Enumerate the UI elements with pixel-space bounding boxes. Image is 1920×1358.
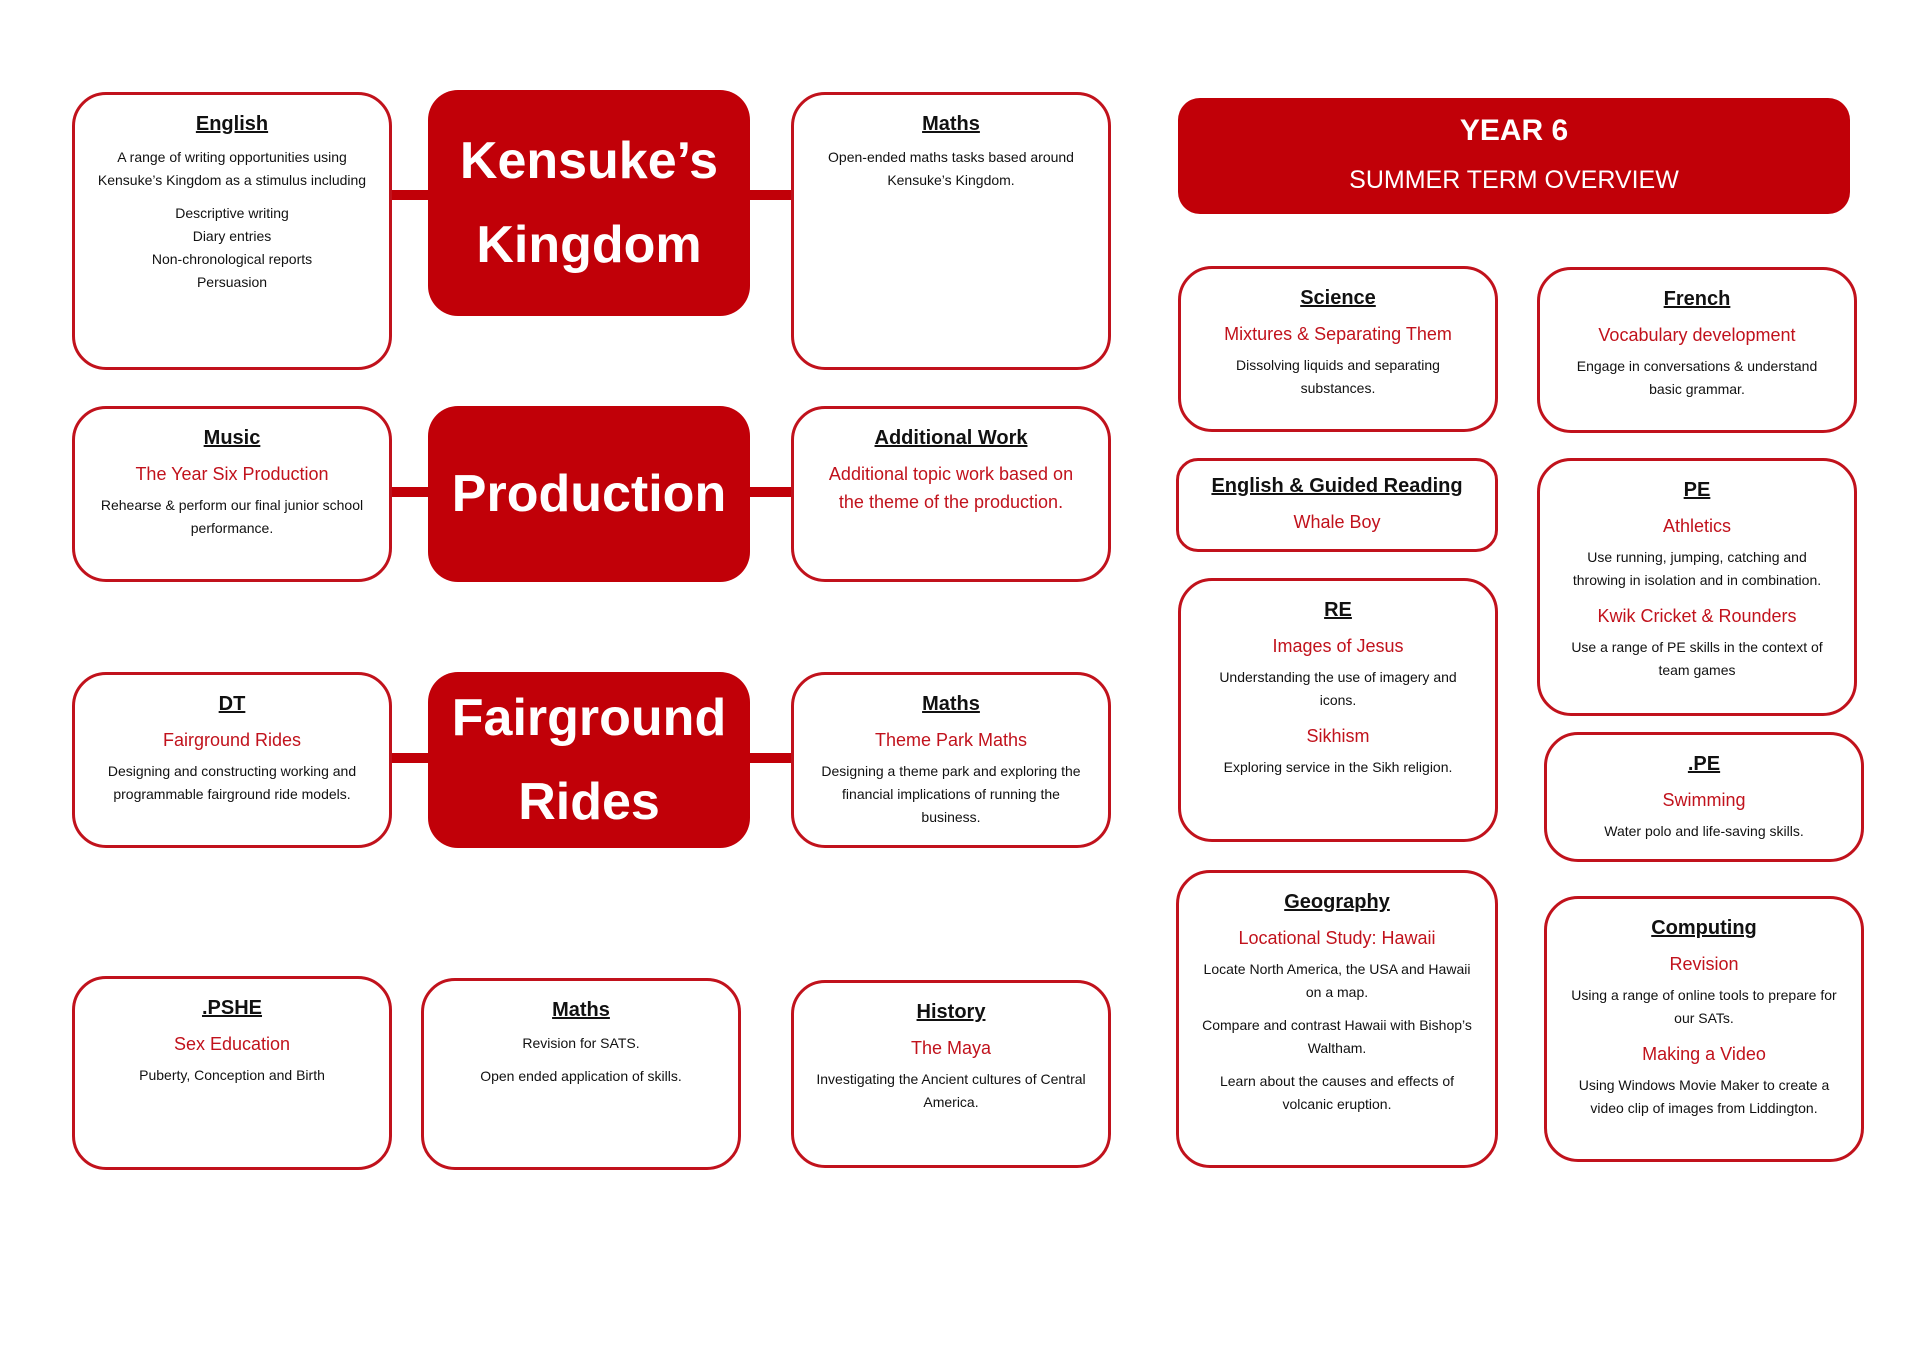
topic-line: Kensuke’s xyxy=(459,132,719,190)
card-subtitle: Mixtures & Separating Them xyxy=(1224,324,1452,344)
card-subtitle: Sex Education xyxy=(173,1034,291,1054)
card-subtitle: Fairground Rides xyxy=(162,730,302,750)
maths-kensuke-card: Maths Open-ended maths tasks based aroun… xyxy=(791,92,1111,370)
card-title: Maths xyxy=(922,693,980,715)
card-text: Exploring service in the Sikh religion. xyxy=(1223,759,1453,775)
card-subtitle: Making a Video xyxy=(1642,1044,1766,1064)
card-text: Designing and constructing working and p… xyxy=(107,763,357,802)
card-subtitle: Locational Study: Hawaii xyxy=(1238,928,1436,948)
re-card: RE Images of Jesus Understanding the use… xyxy=(1178,578,1498,842)
card-subtitle: The Maya xyxy=(910,1038,992,1058)
card-subtitle: Whale Boy xyxy=(1293,512,1381,532)
card-text: Water polo and life-saving skills. xyxy=(1604,823,1804,839)
card-subtitle: Additional topic work based on the theme… xyxy=(828,464,1074,512)
list-item: Non-chronological reports xyxy=(151,251,313,267)
guided-reading-card: English & Guided Reading Whale Boy xyxy=(1176,458,1498,552)
computing-card: Computing Revision Using a range of onli… xyxy=(1544,896,1864,1162)
card-title: Science xyxy=(1300,287,1376,309)
card-text: Use running, jumping, catching and throw… xyxy=(1572,549,1822,588)
history-card: History The Maya Investigating the Ancie… xyxy=(791,980,1111,1168)
card-text: Dissolving liquids and separating substa… xyxy=(1236,357,1440,396)
additional-work-card: Additional Work Additional topic work ba… xyxy=(791,406,1111,582)
card-subtitle: Vocabulary development xyxy=(1598,325,1796,345)
card-text: Using a range of online tools to prepare… xyxy=(1571,987,1837,1026)
maths-theme-park-card: Maths Theme Park Maths Designing a theme… xyxy=(791,672,1111,848)
card-title: English xyxy=(195,113,269,135)
card-title: Geography xyxy=(1284,891,1390,913)
card-text: Locate North America, the USA and Hawaii… xyxy=(1203,961,1471,1000)
card-text: Puberty, Conception and Birth xyxy=(139,1067,325,1083)
music-card: Music The Year Six Production Rehearse &… xyxy=(72,406,392,582)
card-title: .PSHE xyxy=(201,997,263,1019)
topic-fairground-rides: Fairground Rides xyxy=(428,672,750,848)
card-text: Investigating the Ancient cultures of Ce… xyxy=(816,1071,1086,1110)
card-text: Rehearse & perform our final junior scho… xyxy=(100,497,364,536)
french-card: French Vocabulary development Engage in … xyxy=(1537,267,1857,433)
connector xyxy=(390,487,430,497)
card-title: Music xyxy=(203,427,261,449)
card-title: RE xyxy=(1324,599,1352,621)
topic-kensukes-kingdom: Kensuke’s Kingdom xyxy=(428,90,750,316)
card-subtitle: Swimming xyxy=(1662,790,1746,810)
card-subtitle: Theme Park Maths xyxy=(874,730,1028,750)
year-banner: YEAR 6 SUMMER TERM OVERVIEW xyxy=(1178,98,1850,214)
card-title: Maths xyxy=(922,113,980,135)
card-text: Engage in conversations & understand bas… xyxy=(1576,358,1818,397)
card-title: PE xyxy=(1683,479,1711,501)
card-text: Compare and contrast Hawaii with Bishop’… xyxy=(1202,1017,1472,1056)
card-title: .PE xyxy=(1687,753,1721,775)
card-subtitle: The Year Six Production xyxy=(135,464,329,484)
topic-production: Production xyxy=(428,406,750,582)
card-title: DT xyxy=(218,693,246,715)
topic-line: Production xyxy=(451,465,727,523)
card-subtitle: Sikhism xyxy=(1306,726,1370,746)
connector xyxy=(750,753,792,763)
card-title: History xyxy=(916,1001,986,1023)
connector xyxy=(390,190,430,200)
connector xyxy=(390,753,430,763)
card-title: Computing xyxy=(1651,917,1757,939)
card-subtitle: Images of Jesus xyxy=(1272,636,1404,656)
pe-athletics-card: PE Athletics Use running, jumping, catch… xyxy=(1537,458,1857,716)
topic-line: Kingdom xyxy=(476,216,702,274)
card-subtitle: Athletics xyxy=(1662,516,1732,536)
card-subtitle: Kwik Cricket & Rounders xyxy=(1597,606,1797,626)
card-subtitle: Revision xyxy=(1669,954,1739,974)
topic-line: Fairground xyxy=(451,689,727,747)
topic-line: Rides xyxy=(518,773,660,831)
connector xyxy=(750,190,792,200)
maths-sats-card: Maths Revision for SATS. Open ended appl… xyxy=(421,978,741,1170)
card-text: Open-ended maths tasks based around Kens… xyxy=(828,149,1074,188)
connector xyxy=(750,487,792,497)
card-text: Open ended application of skills. xyxy=(480,1068,682,1084)
banner-title: YEAR 6 xyxy=(1459,114,1569,147)
card-text: Designing a theme park and exploring the… xyxy=(821,763,1081,825)
geography-card: Geography Locational Study: Hawaii Locat… xyxy=(1176,870,1498,1168)
card-title: Additional Work xyxy=(874,427,1028,449)
card-text: Learn about the causes and effects of vo… xyxy=(1219,1073,1455,1112)
banner-subtitle: SUMMER TERM OVERVIEW xyxy=(1349,166,1679,194)
list-item: Descriptive writing xyxy=(175,205,289,221)
pe-swimming-card: .PE Swimming Water polo and life-saving … xyxy=(1544,732,1864,862)
card-text: Understanding the use of imagery and ico… xyxy=(1219,669,1457,708)
card-text: Use a range of PE skills in the context … xyxy=(1571,639,1823,678)
list-item: Diary entries xyxy=(192,228,272,244)
list-item: Persuasion xyxy=(196,274,268,290)
card-text: Using Windows Movie Maker to create a vi… xyxy=(1578,1077,1830,1116)
card-title: Maths xyxy=(552,999,610,1021)
card-text: A range of writing opportunities using K… xyxy=(97,149,367,188)
science-card: Science Mixtures & Separating Them Disso… xyxy=(1178,266,1498,432)
pshe-card: .PSHE Sex Education Puberty, Conception … xyxy=(72,976,392,1170)
english-card: English A range of writing opportunities… xyxy=(72,92,392,370)
card-title: English & Guided Reading xyxy=(1211,475,1463,497)
dt-card: DT Fairground Rides Designing and constr… xyxy=(72,672,392,848)
card-title: French xyxy=(1663,288,1731,310)
card-text: Revision for SATS. xyxy=(522,1035,640,1051)
